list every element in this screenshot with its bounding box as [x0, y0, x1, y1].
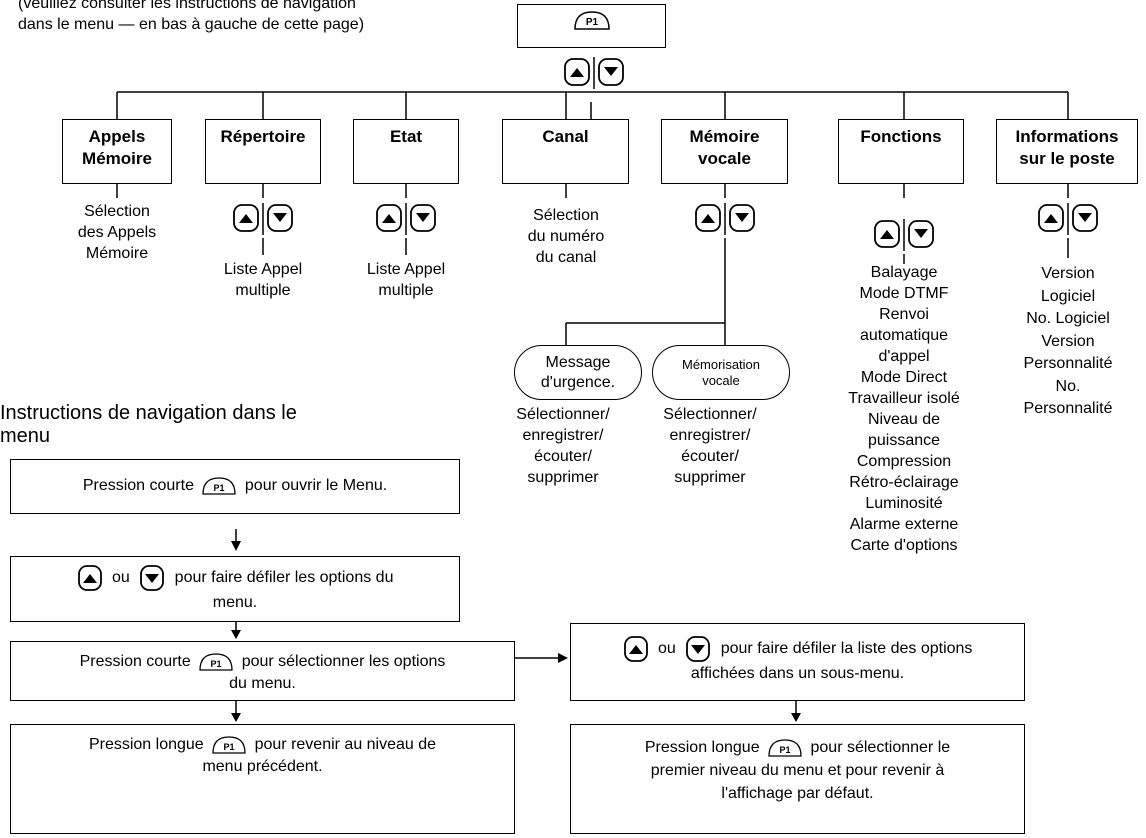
step-open-menu: Pression courte P1 pour ouvrir le Menu. [10, 459, 460, 514]
down-arrow-icon [729, 204, 755, 232]
sub-fonctions: Balayage Mode DTMF Renvoi automatique d'… [848, 264, 960, 554]
category-canal[interactable]: Canal [502, 119, 629, 184]
sub-appels-memoire: Sélection des Appels Mémoire [77, 203, 157, 262]
step4-text-c: menu précédent. [202, 758, 323, 775]
up-arrow-icon [376, 204, 402, 232]
category-appels-memoire[interactable]: Appels Mémoire [62, 119, 172, 184]
step5-text-b: pour faire défiler la liste des options [720, 640, 973, 658]
instructions-note: (veuillez consulter les instructions de … [18, 0, 365, 33]
sub-repertoire: Liste Appel multiple [223, 261, 303, 299]
up-arrow-icon [874, 220, 900, 248]
step6-text-b: pour sélectionner le [810, 739, 951, 756]
vocale-nav-keys [695, 203, 755, 235]
down-arrow-icon [410, 204, 436, 232]
step3-text-c: du menu. [229, 675, 296, 692]
svg-text:P1: P1 [211, 659, 222, 669]
p1-key-icon: P1 [573, 11, 610, 30]
down-arrow-icon [686, 636, 711, 662]
svg-text:P1: P1 [214, 483, 225, 493]
repertoire-nav-keys [233, 203, 293, 235]
down-arrow-icon [598, 58, 624, 86]
sub-informations: Version Logiciel No. Logiciel Version Pe… [1023, 265, 1113, 417]
svg-text:P1: P1 [585, 17, 598, 28]
step-previous-level: Pression longue P1 pour revenir au nivea… [10, 724, 515, 834]
step6-text-a: Pression longue [644, 739, 760, 756]
step5-ou: ou [658, 640, 676, 658]
etat-nav-keys [376, 203, 436, 235]
svg-text:P1: P1 [780, 745, 791, 755]
step-scroll-submenu: ou pour faire défiler la liste des optio… [570, 623, 1025, 701]
step-select-option: Pression courte P1 pour sélectionner les… [10, 641, 515, 701]
sub-canal: Sélection du numéro du canal [527, 207, 605, 266]
step6-text-d: l'affichage par défaut. [721, 785, 874, 802]
fonctions-nav-keys [874, 219, 934, 251]
p1-key-icon: P1 [768, 739, 802, 757]
step3-text-b: pour sélectionner les options [241, 653, 446, 670]
step4-text-a: Pression longue [88, 736, 204, 753]
category-etat[interactable]: Etat [353, 119, 459, 184]
info-nav-keys [1038, 203, 1098, 235]
up-arrow-icon [695, 204, 721, 232]
step2-text-c: menu. [212, 594, 258, 611]
p1-key-icon: P1 [212, 736, 246, 754]
memorisation-actions: Sélectionner/ enregistrer/ écouter/ supp… [663, 406, 757, 486]
top-nav-keys [564, 57, 624, 89]
up-arrow-icon [233, 204, 259, 232]
step1-text-a: Pression courte [82, 477, 194, 494]
up-arrow-icon [564, 58, 590, 86]
category-fonctions[interactable]: Fonctions [838, 119, 964, 184]
step-return-default: Pression longue P1 pour sélectionner le … [570, 724, 1025, 834]
sub-etat: Liste Appel multiple [366, 261, 446, 299]
step1-text-b: pour ouvrir le Menu. [244, 477, 388, 494]
down-arrow-icon [908, 220, 934, 248]
instructions-title: Instructions de navigation dans le menu [0, 402, 297, 447]
down-arrow-icon [267, 204, 293, 232]
step3-text-a: Pression courte [79, 653, 191, 670]
category-informations[interactable]: Informations sur le poste [996, 119, 1138, 184]
oval-memorisation-vocale[interactable]: Mémorisation vocale [652, 345, 790, 400]
category-memoire-vocale[interactable]: Mémoire vocale [661, 119, 788, 184]
category-repertoire[interactable]: Répertoire [205, 119, 321, 184]
down-arrow-icon [1072, 204, 1098, 232]
step-scroll-menu: ou pour faire défiler les options du men… [10, 556, 460, 622]
message-urgence-actions: Sélectionner/ enregistrer/ écouter/ supp… [516, 406, 610, 486]
step2-ou: ou [111, 569, 130, 587]
p1-key-icon: P1 [202, 477, 237, 495]
step6-text-c: premier niveau du menu et pour revenir à [650, 762, 945, 779]
oval-message-urgence[interactable]: Message d'urgence. [514, 345, 642, 400]
down-arrow-icon [140, 565, 165, 591]
p1-key-icon: P1 [199, 653, 233, 671]
step4-text-b: pour revenir au niveau de [254, 736, 437, 753]
step5-text-c: affichées dans un sous-menu. [690, 665, 905, 682]
up-arrow-icon [1038, 204, 1064, 232]
step2-text-b: pour faire défiler les options du [174, 569, 394, 587]
up-arrow-icon [623, 636, 648, 662]
top-p1-box[interactable]: P1 [517, 4, 666, 48]
up-arrow-icon [77, 565, 102, 591]
svg-text:P1: P1 [224, 742, 235, 752]
